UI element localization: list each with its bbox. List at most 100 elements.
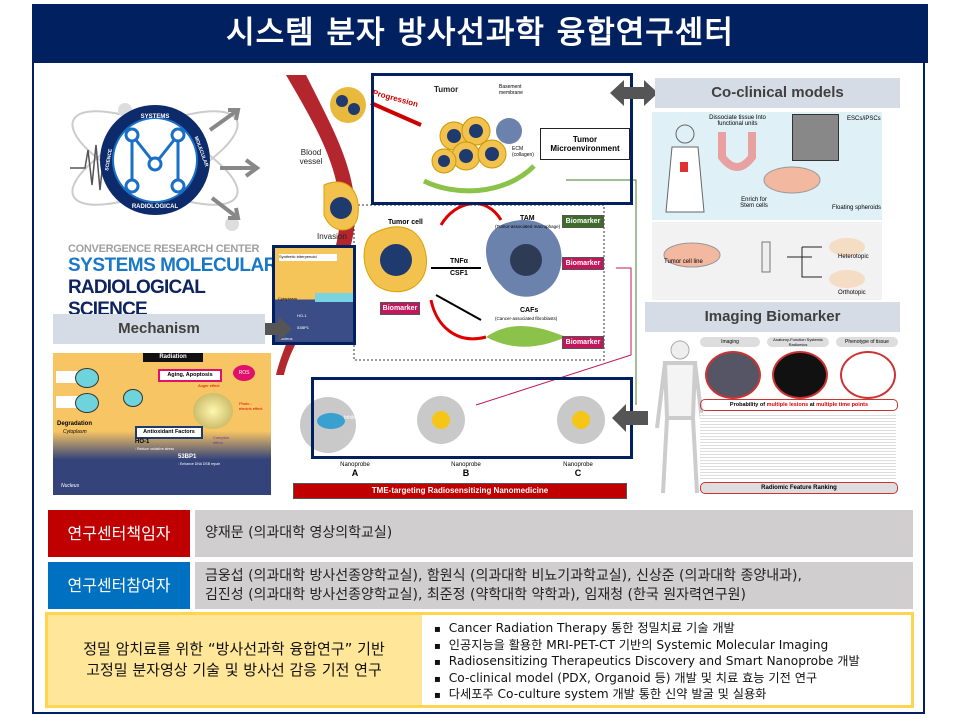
progression-label: Progression — [371, 88, 420, 109]
aging-label: Aging, Apoptosis — [158, 369, 222, 382]
phenotype-image — [840, 351, 896, 399]
ho1-label: HO-1 — [135, 439, 150, 445]
invasion-label: Invasion — [317, 232, 347, 241]
blood-vessel-label: Blood vessel — [299, 148, 323, 166]
caf-cell — [486, 326, 566, 347]
imaging-biomarker-header: Imaging Biomarker — [645, 302, 900, 332]
arrow-left-icon — [612, 404, 648, 432]
imaging-tab: Anatomy-Function Systemic Radiomics — [767, 337, 829, 347]
53bp1-sub: : Enhance DNA DSB repair — [178, 462, 221, 466]
inset-53bp1: 53BP1 — [297, 325, 310, 330]
feature-ranking-plots — [700, 413, 896, 479]
cellline-label: Tumor cell line — [664, 259, 703, 265]
inset-ho1: HO-1 — [297, 313, 307, 318]
cafs-label: CAFs — [520, 307, 539, 314]
goal-bullet: Cancer Radiation Therapy 통한 정밀치료 기술 개발 — [434, 621, 911, 638]
imaging-scanner-image — [705, 351, 761, 399]
tme-diagram-graphics — [276, 75, 637, 453]
logo-ring-text: RADIOLOGICAL — [132, 204, 179, 210]
nanoprobe-label: Nanoprobe — [451, 462, 481, 468]
members-label: 연구센터참여자 — [48, 562, 190, 609]
logo-ring-text: SYSTEMS — [141, 114, 170, 120]
tme-label: Tumor Microenvironment — [540, 128, 630, 160]
degradation-label: Degradation — [57, 421, 93, 427]
ecm-label: ECM (collagen) — [512, 146, 534, 158]
cytoplasm-label: Cytoplasm — [63, 429, 87, 435]
members-label-text: 연구센터참여자 — [67, 576, 171, 595]
radiomics-image — [772, 351, 828, 399]
tumor-label: Tumor — [434, 85, 459, 94]
goal-line: 고정밀 분자영상 기술 및 방사선 감응 기전 연구 — [86, 661, 382, 679]
goal-bullet: 인공지능을 활용한 MRI-PET-CT 기반의 Systemic Molecu… — [434, 638, 911, 655]
dissociate-label: Dissociate tissue Into functional units — [709, 115, 766, 127]
nanoprobe-label: Nanoprobe — [340, 462, 370, 468]
prob-text: at — [808, 402, 817, 408]
goal-bullet: 다세포주 Co-culture system 개발 통한 신약 발굴 및 실용화 — [434, 687, 911, 704]
coclinical-organoid-figure: Dissociate tissue Into functional units … — [652, 112, 882, 220]
biomarker-tag: Biomarker — [562, 257, 604, 270]
leader-value: 양재문 (의과대학 영상의학교실) — [195, 510, 913, 557]
radiomics-figure: Imaging Anatomy-Function Systemic Radiom… — [700, 337, 900, 497]
tam-label: TAM — [520, 215, 535, 222]
53bp1-label: 53BP1 — [178, 454, 197, 460]
members-line: 김진성 (의과대학 방사선종양학교실), 최준정 (약학대학 약학과), 임재청… — [205, 587, 746, 603]
logo-line1: CONVERGENCE RESEARCH CENTER — [68, 243, 260, 255]
logo-emblem: SYSTEMS RADIOLOGICAL MOLECULAR SCIENCE — [70, 103, 261, 231]
nucleus-label: Nucleus — [61, 483, 80, 489]
logo-line2: SYSTEMS MOLECULAR — [68, 255, 277, 276]
leader-label: 연구센터책임자 — [48, 510, 190, 557]
ranking-banner: Radiomic Feature Ranking — [700, 482, 898, 494]
tumor-microenvironment-panel: Progression Tumor Basement membrane ECM … — [371, 73, 633, 205]
prob-text: multiple time points — [816, 402, 869, 408]
biomarker-tag: Biomarker — [380, 302, 420, 315]
prob-text: Probability of — [729, 402, 767, 408]
biomarker-tag-green: Biomarker — [562, 215, 604, 228]
enrich-label: Enrich for Stem cells — [740, 197, 768, 209]
microscope-image — [792, 114, 839, 161]
members-line: 금웅섭 (의과대학 방사선종양학교실), 함원식 (의과대학 비뇨기과학교실),… — [205, 568, 802, 584]
double-arrow-icon — [610, 80, 658, 106]
probe-letter: C — [574, 468, 582, 478]
probe-letter: A — [351, 468, 359, 478]
antioxidant-label: Antioxidant Factors — [135, 426, 203, 439]
skeleton-figure — [655, 340, 705, 494]
tumor-cell-label: Tumor cell — [388, 219, 423, 226]
floating-label: Floating spheroids — [832, 205, 882, 211]
csf-label: CSF1 — [450, 270, 468, 277]
center-logo: SYSTEMS RADIOLOGICAL MOLECULAR SCIENCE C… — [60, 80, 280, 320]
blood-vessel — [276, 75, 355, 375]
tam-sublabel: (Tumor-associated macrophage) — [495, 224, 561, 229]
nanoprobe-label: Nanoprobe — [563, 462, 593, 468]
synthetic-label: Synthetic triterpenoid — [279, 254, 337, 261]
radiation-label: Radiation — [143, 353, 203, 362]
inset-box — [315, 293, 353, 302]
goal-line: 정밀 암치료를 위한 “방사선과학 융합연구” 기반 — [83, 640, 385, 658]
inhibitor-label: Inhibitor — [344, 415, 362, 421]
inset-cytoplasm: Cytoplasm — [278, 296, 297, 301]
imaging-tab: Imaging — [700, 337, 760, 347]
page-title: 시스템 분자 방사선과학 융합연구센터 — [32, 4, 928, 63]
prob-text: multiple lesions — [766, 402, 809, 408]
goal-bullet: Radiosensitizing Therapeutics Discovery … — [434, 654, 911, 671]
probe-letter: B — [462, 468, 470, 478]
mechanism-header: Mechanism — [53, 314, 265, 344]
photo-label: Photo -electric effect — [239, 401, 263, 411]
auger-label: Auger effect — [198, 383, 220, 388]
research-goal-list: Cancer Radiation Therapy 통한 정밀치료 기술 개발 인… — [422, 615, 911, 705]
cafs-sublabel: (Cancer-associated fibroblasts) — [495, 316, 558, 321]
goal-bullet: Co-clinical model (PDX, Organoid 등) 개발 및… — [434, 671, 911, 688]
ho1-sub: : Reduce oxidative stress — [135, 447, 175, 451]
members-value: 금웅섭 (의과대학 방사선종양학교실), 함원식 (의과대학 비뇨기과학교실),… — [195, 562, 913, 609]
ros-label: ROS — [233, 365, 255, 381]
basement-label: Basement membrane — [499, 84, 523, 96]
escs-label: ESCs/iPSCs — [847, 116, 881, 122]
biomarker-tag: Biomarker — [562, 336, 604, 349]
progression-arrow — [370, 101, 422, 127]
coclinical-mouse-figure: Tumor cell line Heterotopic Orthotopic — [652, 222, 882, 300]
imaging-tab: Phenotype of tissue — [836, 337, 898, 347]
